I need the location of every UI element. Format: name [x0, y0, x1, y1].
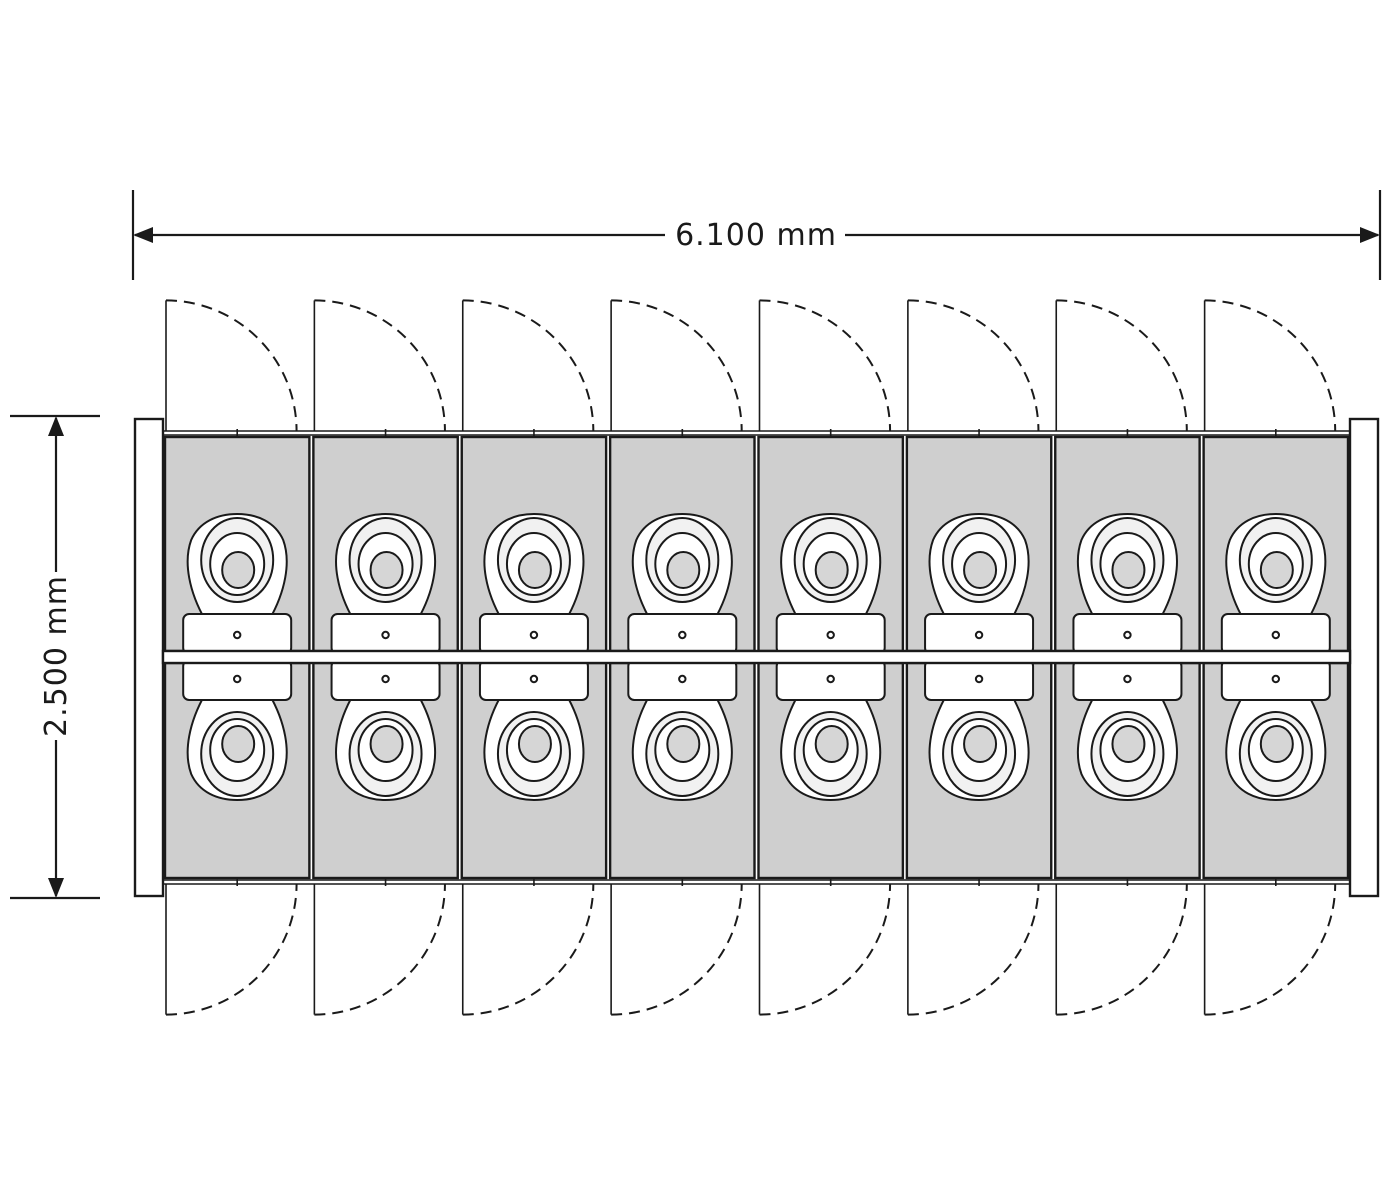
depth-dimension: 2.500 mm	[10, 414, 100, 900]
door-swing-icon	[759, 299, 892, 432]
door-swing-icon	[1204, 299, 1337, 432]
toilet-icon	[1220, 659, 1331, 802]
toilet-drain	[221, 725, 256, 763]
toilet-icon	[330, 659, 441, 802]
toilet-drain	[517, 551, 552, 589]
flush-button-icon	[826, 674, 835, 684]
door-swings	[165, 299, 1337, 1016]
toilet-icon	[1072, 659, 1183, 802]
door-swing-icon	[1056, 883, 1188, 1016]
flush-button-icon	[1271, 674, 1281, 684]
toilet-icon	[182, 512, 293, 655]
toilet-drain	[666, 725, 701, 763]
toilet-icon	[330, 512, 441, 655]
cubicle-row-top	[163, 435, 1350, 655]
depth-label: 2.500 mm	[39, 575, 74, 737]
toilet-drain	[814, 725, 849, 763]
cubicle-row-bottom	[161, 649, 1352, 880]
width-label: 6.100 mm	[675, 218, 837, 253]
end-pilaster-right	[1348, 417, 1380, 898]
toilet-drain	[963, 551, 998, 589]
flush-button-icon	[529, 674, 539, 684]
door-swing-icon	[314, 299, 446, 432]
flush-button-icon	[232, 630, 242, 640]
toilet-drain	[1259, 551, 1294, 589]
toilet-icon	[478, 512, 589, 655]
toilet-drain	[1111, 725, 1146, 763]
flush-button-icon	[381, 674, 390, 684]
toilet-drain	[221, 551, 256, 589]
toilet-icon	[1220, 512, 1331, 655]
toilet-icon	[1072, 512, 1183, 655]
flush-button-icon	[974, 630, 984, 640]
toilet-icon	[478, 659, 589, 802]
flush-button-icon	[381, 630, 390, 640]
door-swing-icon	[907, 883, 1040, 1016]
toilet-icon	[775, 512, 886, 655]
toilet-drain	[1259, 725, 1294, 763]
flush-button-icon	[1123, 630, 1132, 640]
flush-button-icon	[1123, 674, 1132, 684]
toilet-drain	[963, 725, 998, 763]
toilet-drain	[517, 725, 552, 763]
center-back-wall	[161, 649, 1352, 665]
flush-button-icon	[232, 674, 242, 684]
flush-button-icon	[678, 674, 687, 684]
flush-button-icon	[678, 630, 687, 640]
toilet-drain	[369, 551, 404, 589]
door-swing-icon	[165, 299, 298, 432]
door-swing-icon	[1056, 299, 1188, 432]
door-swing-icon	[314, 883, 446, 1016]
door-swing-icon	[759, 883, 892, 1016]
flush-button-icon	[974, 674, 984, 684]
door-swing-icon	[611, 299, 743, 432]
toilet-drain	[1111, 551, 1146, 589]
door-swing-icon	[611, 883, 743, 1016]
toilet-drain	[814, 551, 849, 589]
toilet-icon	[627, 659, 738, 802]
door-swing-icon	[462, 299, 595, 432]
flush-button-icon	[1271, 630, 1281, 640]
toilet-drain	[666, 551, 701, 589]
flush-button-icon	[826, 630, 835, 640]
toilet-icon	[182, 659, 293, 802]
toilet-icon	[627, 512, 738, 655]
front-rails	[163, 430, 1350, 885]
door-swing-icon	[462, 883, 595, 1016]
flush-button-icon	[529, 630, 539, 640]
door-swing-icon	[1204, 883, 1337, 1016]
end-pilaster-left	[133, 417, 165, 898]
toilet-drain	[369, 725, 404, 763]
door-swing-icon	[907, 299, 1040, 432]
door-swing-icon	[165, 883, 298, 1016]
toilet-icon	[924, 659, 1035, 802]
toilet-icon	[775, 659, 886, 802]
toilet-icon	[924, 512, 1035, 655]
width-dimension: 6.100 mm	[131, 190, 1382, 280]
